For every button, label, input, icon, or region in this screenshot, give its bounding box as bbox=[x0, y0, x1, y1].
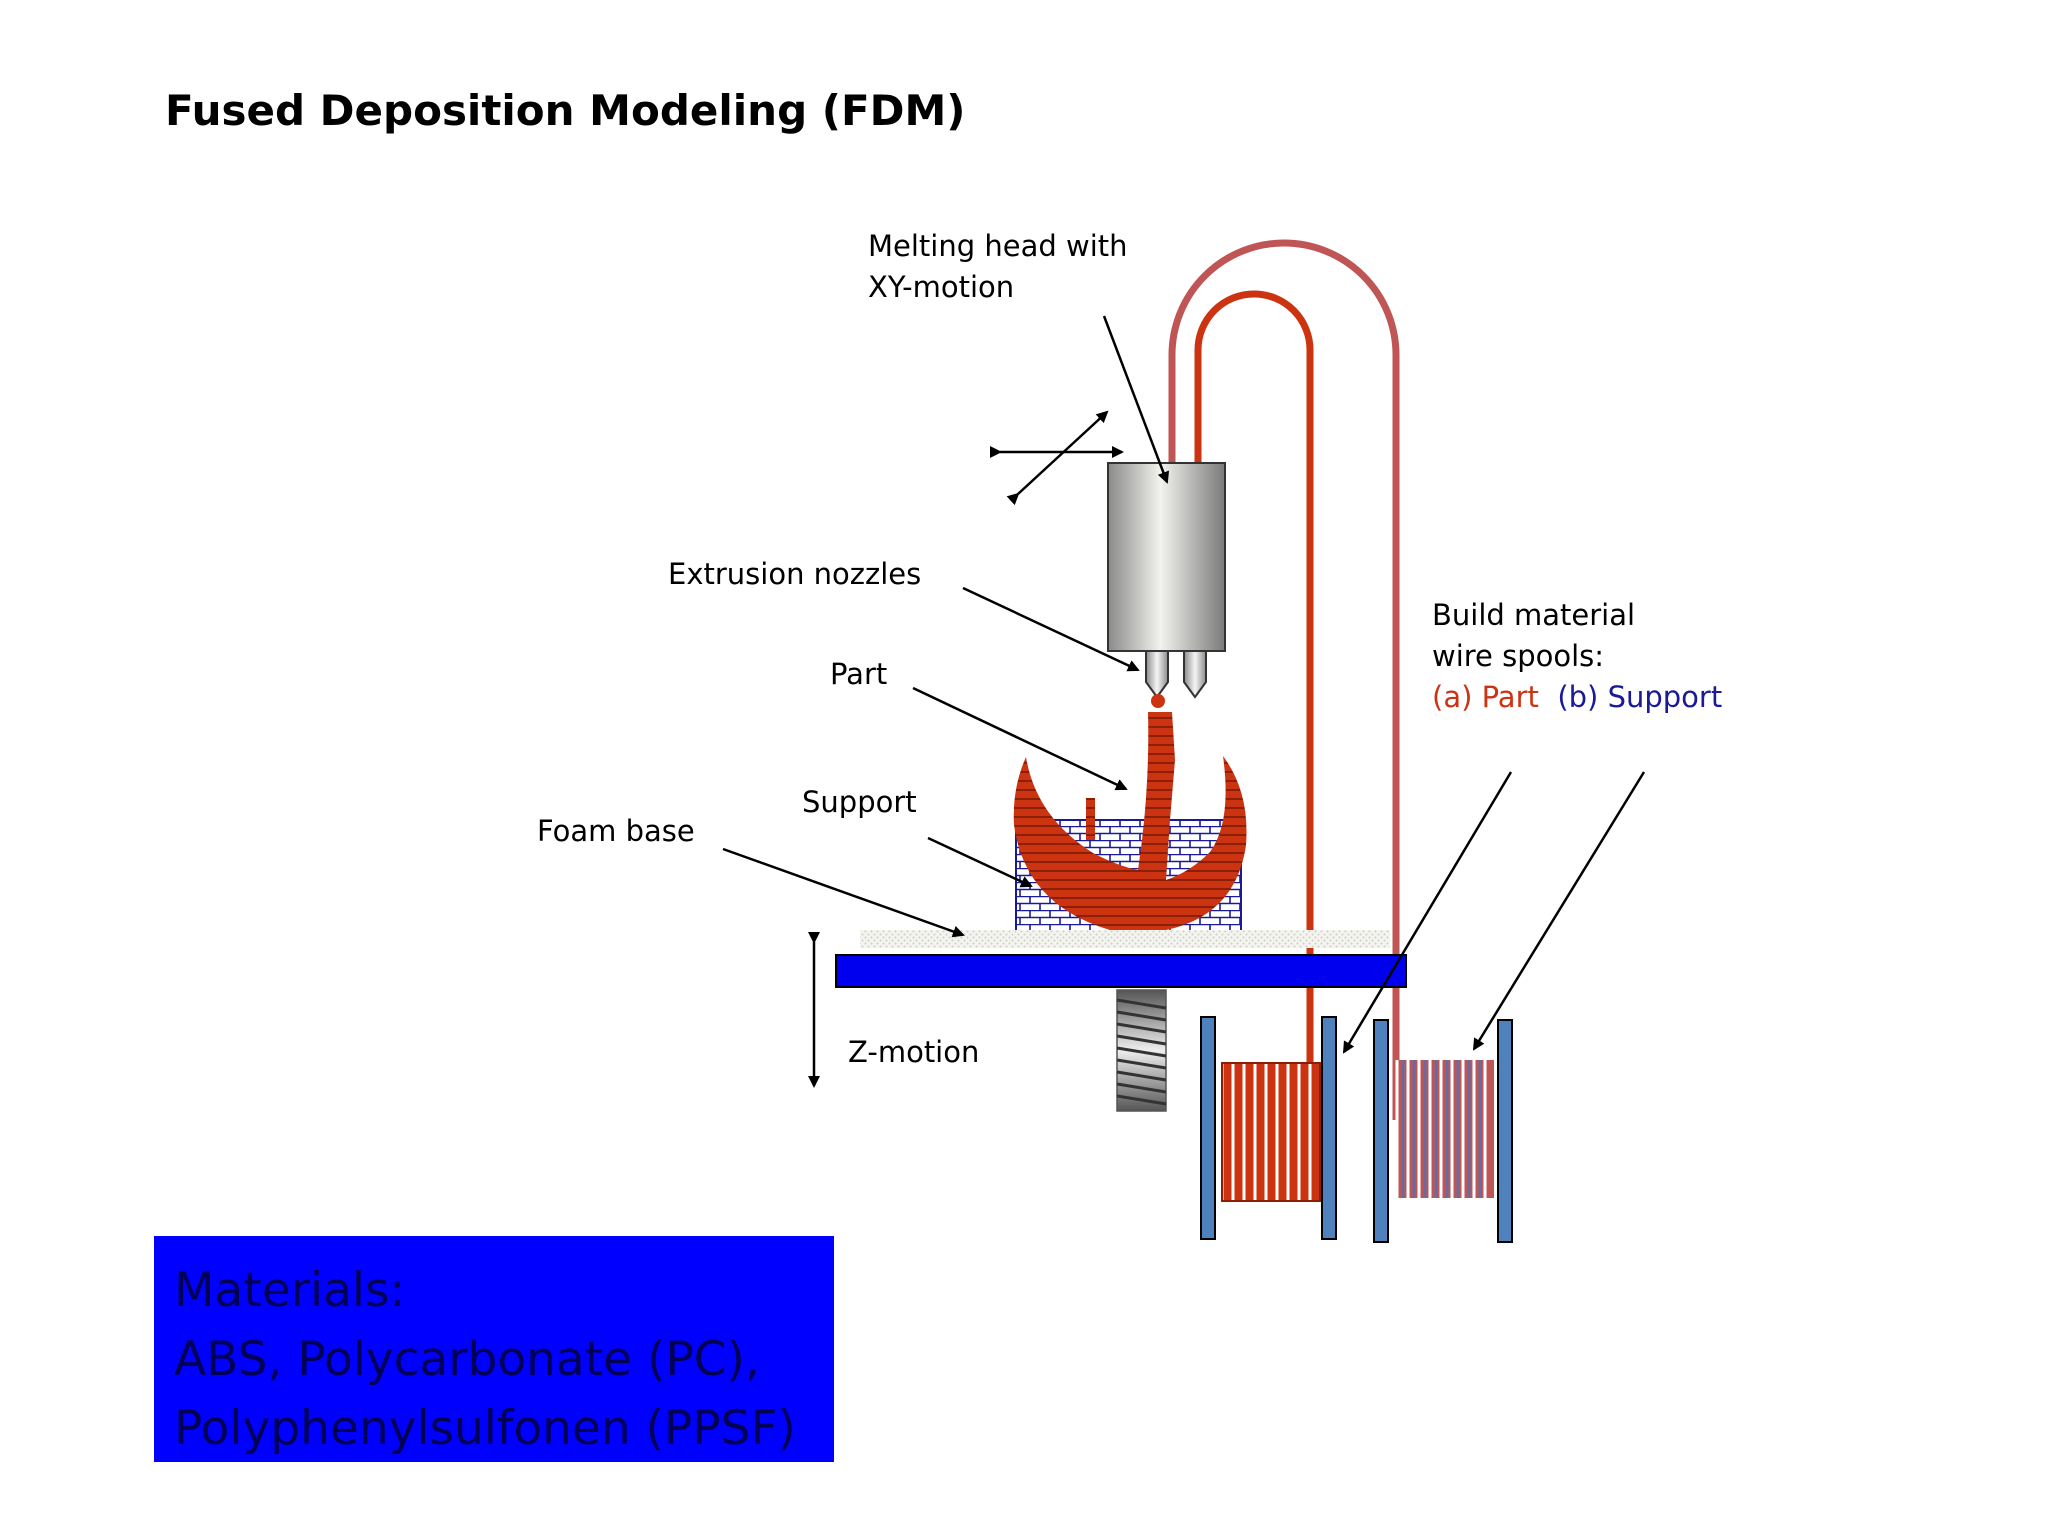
support-feed-wire bbox=[1168, 239, 1400, 1120]
part-shape bbox=[1013, 712, 1247, 930]
extruded-droplet bbox=[1151, 694, 1165, 708]
label-spool-a: (a) Part bbox=[1432, 680, 1539, 714]
y-motion-arrow bbox=[1006, 410, 1109, 506]
materials-line-3: Polyphenylsulfonen (PPSF) bbox=[174, 1401, 796, 1456]
label-wire-spools: Build material wire spools: (a) Part (b)… bbox=[1432, 598, 1723, 714]
materials-line-2: ABS, Polycarbonate (PC), bbox=[174, 1332, 760, 1387]
nozzle-support bbox=[1183, 650, 1207, 699]
part-pointer bbox=[912, 686, 1128, 791]
part-spike bbox=[1086, 798, 1095, 840]
materials-heading: Materials: bbox=[174, 1263, 406, 1318]
label-part: Part bbox=[830, 657, 888, 691]
materials-box: Materials: ABS, Polycarbonate (PC), Poly… bbox=[154, 1236, 834, 1462]
nozzle-part bbox=[1145, 650, 1169, 699]
spool-support-pointer bbox=[1472, 771, 1646, 1051]
page-title: Fused Deposition Modeling (FDM) bbox=[165, 86, 966, 135]
spool-part bbox=[1200, 1016, 1337, 1240]
label-foam-base: Foam base bbox=[537, 814, 695, 848]
label-z-motion: Z-motion bbox=[848, 1035, 980, 1069]
melting-head bbox=[1107, 462, 1226, 652]
foam-base bbox=[860, 930, 1390, 948]
melting-head-pointer bbox=[1102, 315, 1170, 484]
spool-support bbox=[1373, 1019, 1513, 1243]
label-extrusion-nozzles: Extrusion nozzles bbox=[668, 557, 922, 591]
build-platform bbox=[835, 954, 1407, 988]
label-melting-head: Melting head with XY-motion bbox=[868, 229, 1128, 304]
extrusion-nozzles-pointer bbox=[962, 586, 1140, 672]
support-pointer bbox=[927, 836, 1033, 888]
part-feed-wire bbox=[1194, 290, 1314, 1120]
spool-part-pointer bbox=[1342, 771, 1513, 1054]
foam-base-pointer bbox=[722, 847, 965, 938]
z-spring bbox=[1116, 989, 1167, 1112]
label-spool-b: (b) Support bbox=[1557, 680, 1723, 714]
label-support: Support bbox=[802, 785, 917, 819]
